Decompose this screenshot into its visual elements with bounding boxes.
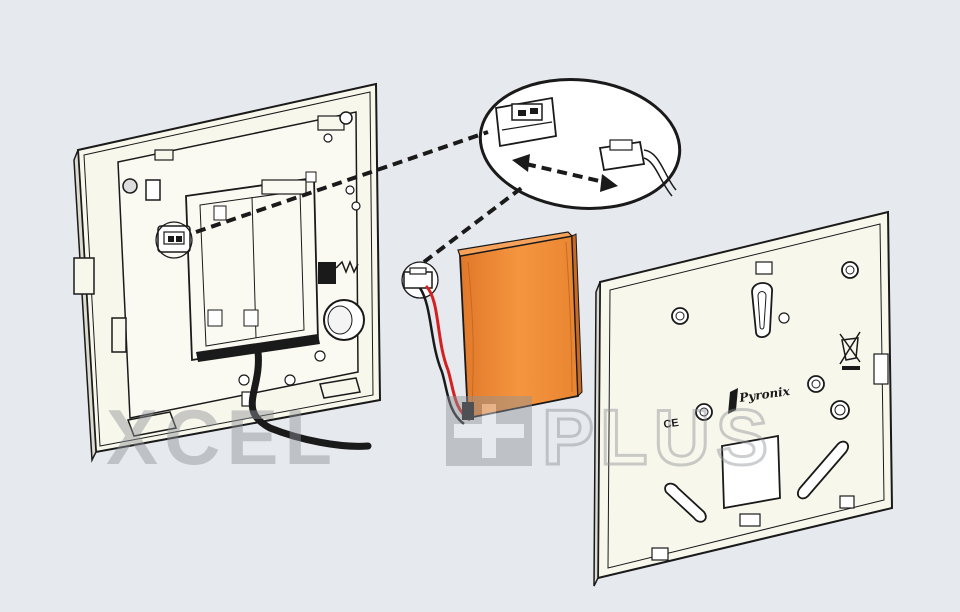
ce-mark: CE [663, 417, 680, 431]
socket-zoomed [495, 96, 557, 148]
watermark-left: XCEL [106, 393, 338, 481]
connect-arrow [512, 154, 618, 192]
weee-bin-icon [839, 331, 861, 370]
battery-pack [401, 231, 583, 425]
watermark-plus-icon [446, 396, 532, 466]
connector-zoom-callout [478, 77, 682, 211]
callout-line-plug [422, 184, 526, 264]
watermark: XCEL PLUS [106, 392, 774, 483]
battery-wire-black [418, 287, 465, 425]
callout-line-socket [195, 130, 489, 234]
back-plate: Pyronix CE [593, 210, 894, 587]
ribbon-cable [248, 348, 372, 450]
control-panel-open [73, 82, 382, 463]
plug-zoomed [598, 139, 677, 197]
battery-wire-red [424, 284, 471, 422]
watermark-right: PLUS [542, 393, 774, 481]
